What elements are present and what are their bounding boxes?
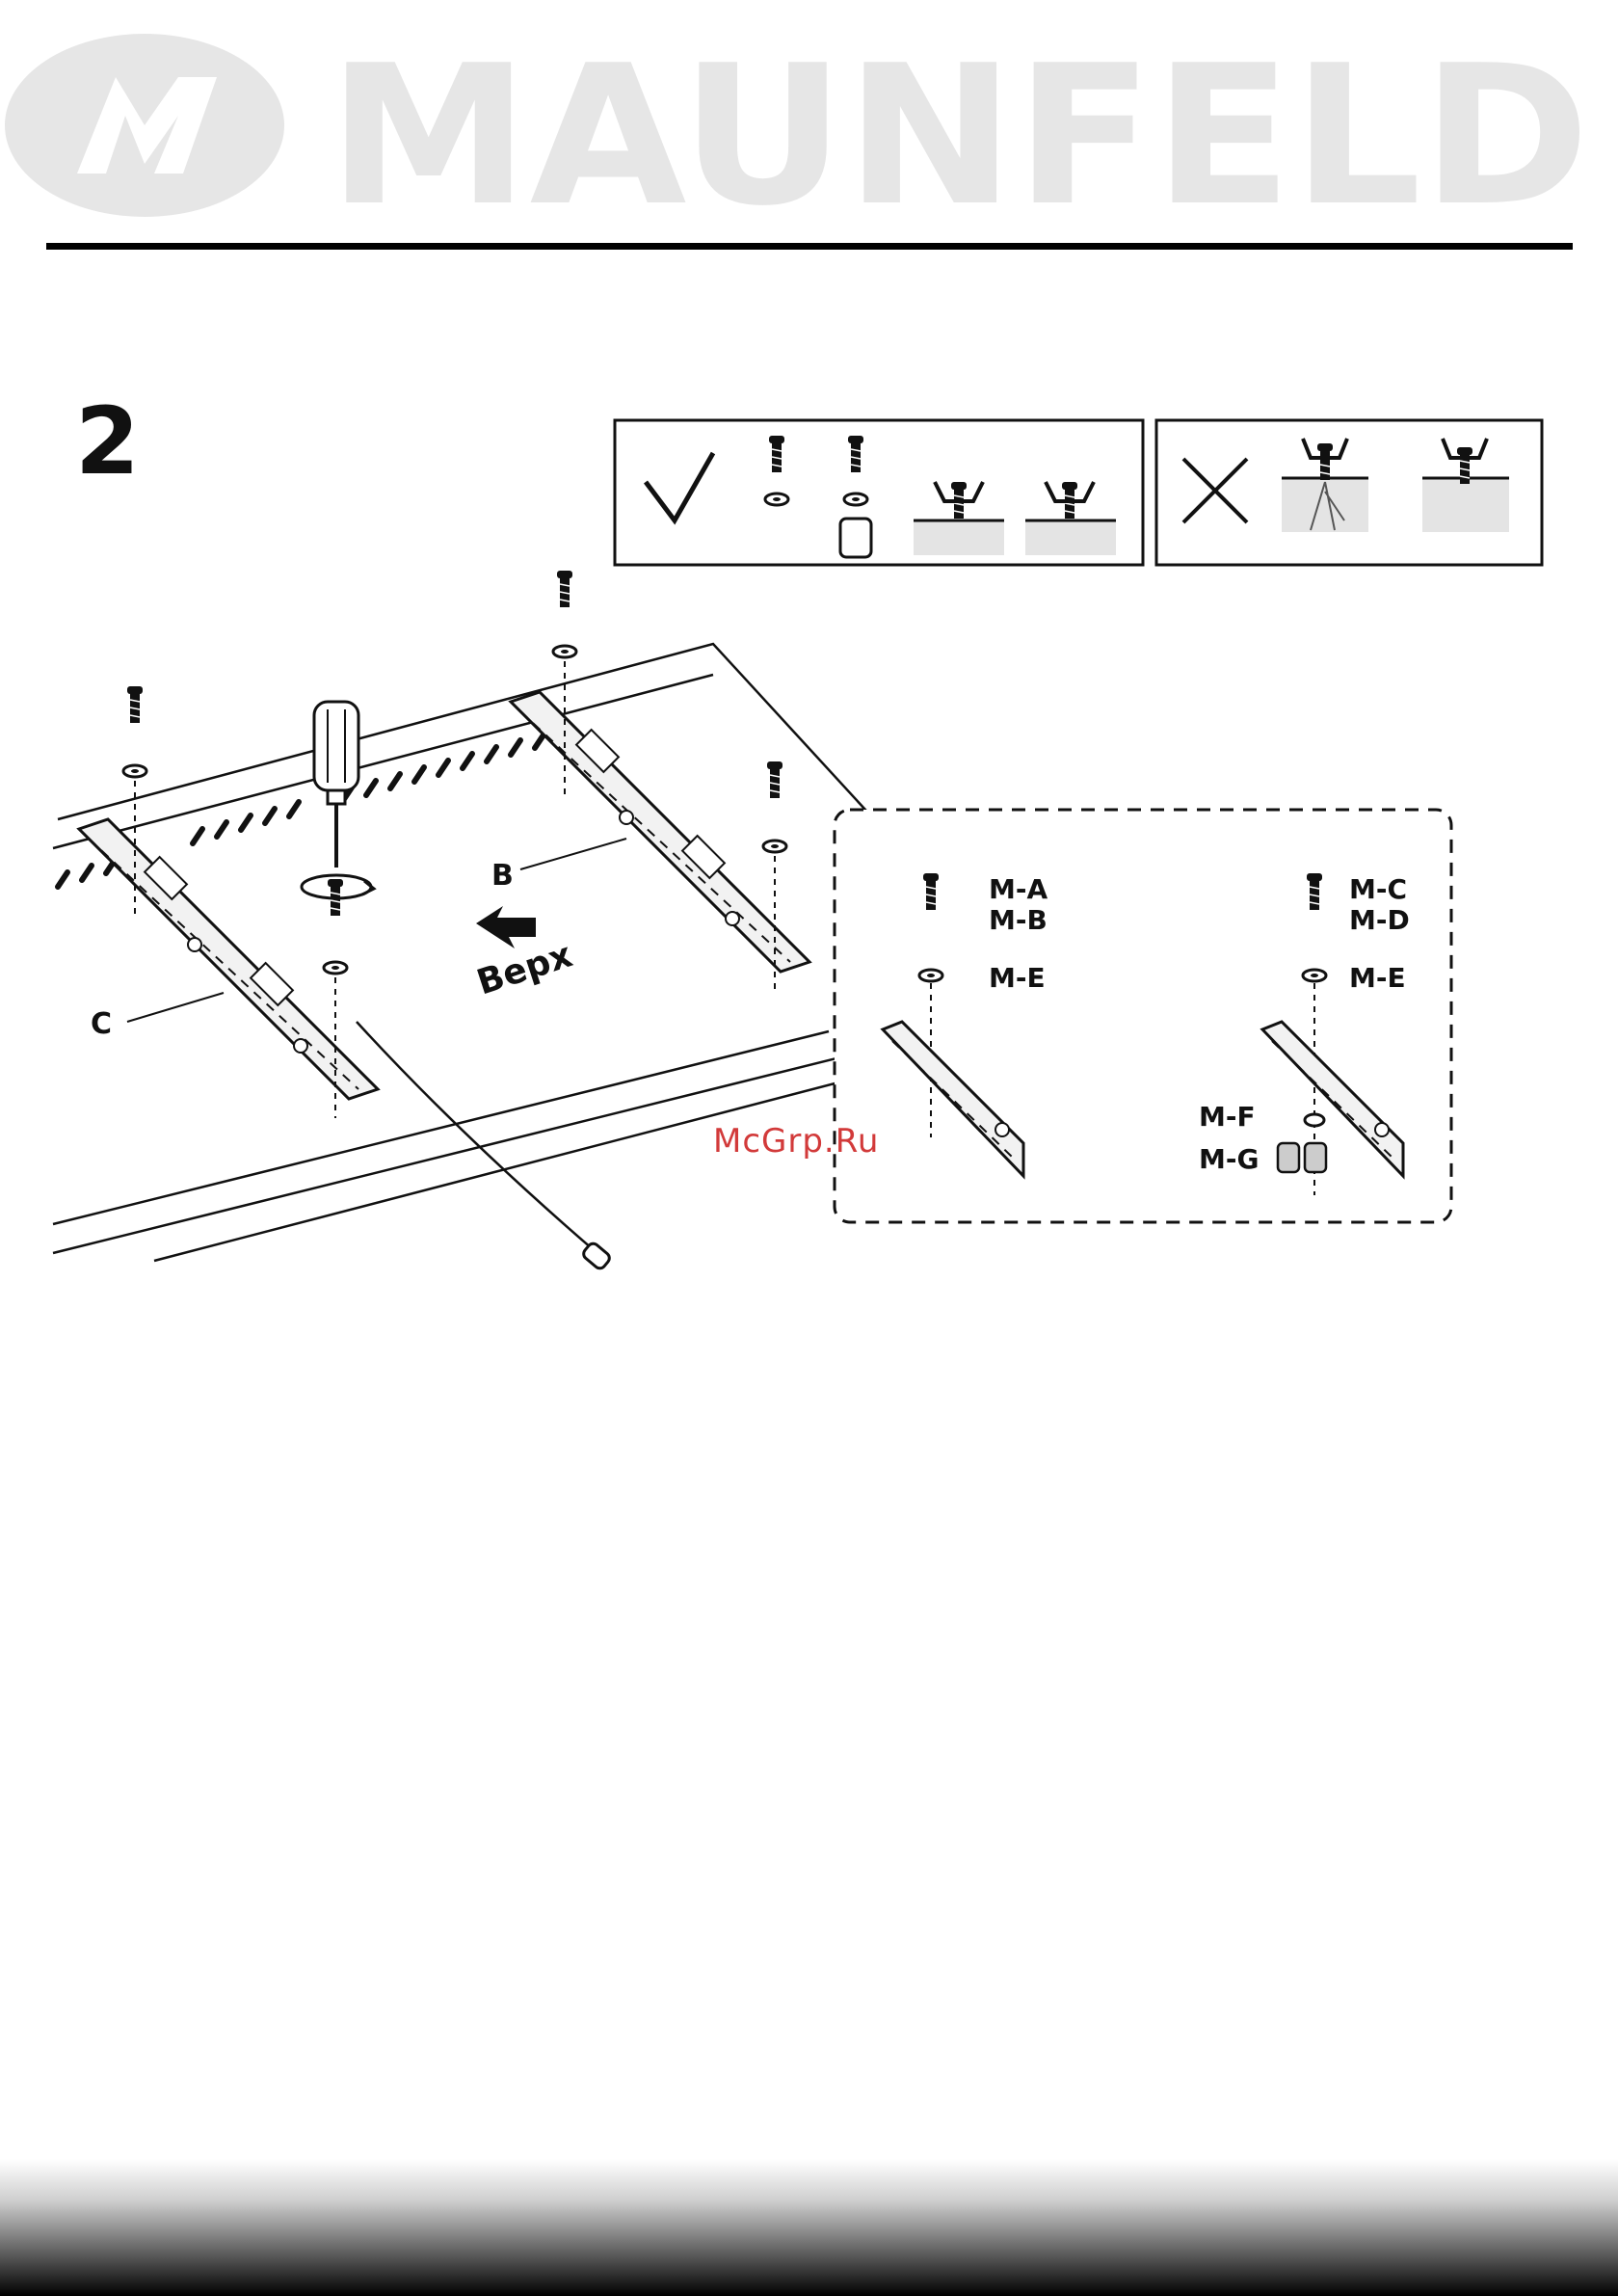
- bracket-b: [511, 692, 809, 972]
- header-rule: [46, 243, 1573, 250]
- correct-usage-box: [615, 420, 1143, 565]
- label-m-f: M-F: [1199, 1101, 1256, 1133]
- assembly-diagram: B C Верх M-A M-B M-E M-C M-D M-E M-F M-G: [0, 405, 1618, 1301]
- label-m-c: M-C: [1349, 873, 1407, 905]
- up-arrow-icon: [476, 906, 536, 948]
- footer-band: [0, 2159, 1618, 2296]
- label-m-b: M-B: [989, 904, 1048, 936]
- label-m-g: M-G: [1199, 1143, 1259, 1175]
- logo-wordmark: MAUNFELD: [328, 24, 1590, 231]
- screwdriver-icon: [314, 702, 358, 868]
- logo-emblem-icon: [5, 34, 284, 217]
- label-m-d: M-D: [1349, 904, 1410, 936]
- brand-logo: MAUNFELD: [0, 19, 1618, 231]
- incorrect-usage-box: [1156, 420, 1542, 565]
- bracket-c-label: C: [91, 1007, 112, 1041]
- label-m-e-left: M-E: [989, 962, 1046, 994]
- label-m-a: M-A: [989, 873, 1048, 905]
- label-m-e-right: M-E: [1349, 962, 1406, 994]
- up-direction-label: Верх: [472, 935, 577, 1002]
- detail-callout: [835, 810, 1451, 1222]
- bracket-b-label: B: [491, 859, 514, 893]
- bracket-c: [79, 819, 378, 1099]
- watermark: McGrp.Ru: [713, 1122, 879, 1161]
